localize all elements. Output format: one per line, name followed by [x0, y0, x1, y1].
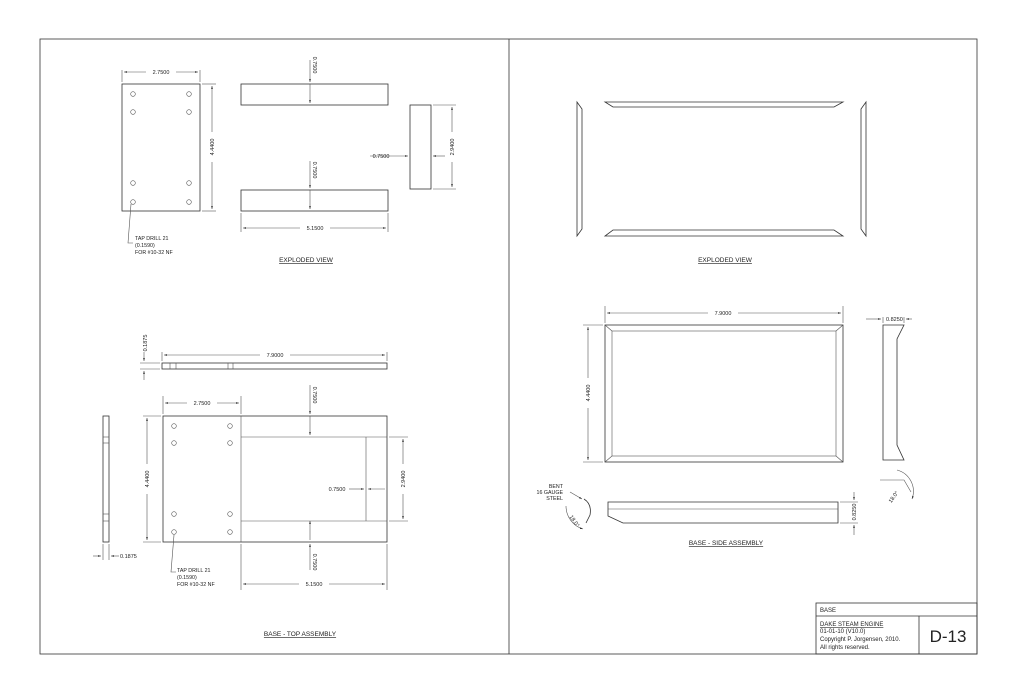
frame-outer: [604, 324, 844, 463]
dim-assembly-rail-top: 0.7500: [311, 387, 317, 404]
dim-assembly-end-rail: 0.7500: [329, 487, 346, 493]
frame-rail-right: [860, 100, 867, 238]
dim-height: 4.4400: [210, 139, 216, 156]
frame-rail-bottom: [603, 229, 845, 237]
rail-end-view: [882, 324, 905, 461]
title-block-copyright: Copyright P. Jorgensen, 2010.: [820, 637, 901, 643]
title-top-assembly: BASE - TOP ASSEMBLY: [264, 631, 337, 638]
title-block-project: DAKE STEAM ENGINE: [820, 622, 883, 628]
title-exploded-view-left: EXPLODED VIEW: [279, 257, 334, 264]
dim-assembly-plate-width: 2.7500: [194, 401, 211, 407]
dim-assembly-width: 4.4400: [145, 471, 151, 488]
dim-frame-length: 7.9000: [715, 311, 732, 317]
assembly-holes: [171, 423, 233, 535]
dim-frame-height: 0.8250: [852, 504, 858, 521]
title-block-version: 01-01-10 (V10.0): [820, 629, 865, 635]
frame-rail-left: [576, 100, 583, 238]
dim-assembly-rail-length: 5.1500: [306, 582, 323, 588]
title-block: BASE DAKE STEAM ENGINE 01-01-10 (V10.0) …: [815, 602, 978, 655]
dim-frame-width: 4.4400: [586, 385, 592, 402]
dim-bend-angle-right: 18.0°: [888, 490, 900, 504]
tap-note-line3: FOR #10-32 NF: [135, 250, 173, 256]
top-assembly-view: 7.9000 0.1875 2.7500 0.7500 0.7500: [93, 335, 408, 638]
bent-note-line3: STEEL: [546, 496, 563, 502]
assembly-tap-note-line2: (0.1590): [177, 575, 197, 581]
dim-edge-thickness: 0.1875: [120, 554, 137, 560]
assembly-tap-note-line3: FOR #10-32 NF: [177, 582, 215, 588]
assembly-plan-outline: [162, 415, 388, 543]
assembly-tap-note-line1: TAP DRILL 21: [177, 568, 211, 574]
dim-width: 2.7500: [153, 70, 170, 76]
side-bar-top: [240, 83, 389, 106]
dim-rail-depth: 0.8250: [886, 317, 903, 323]
dim-bar-thickness: 0.7500: [311, 57, 317, 74]
bent-steel-profile: [583, 498, 591, 524]
frame-inner: [611, 330, 837, 457]
frame-rail-top: [603, 101, 845, 108]
dim-bend-angle-left: 18.0°: [568, 514, 580, 528]
base-plate: [121, 83, 201, 212]
assembly-edge-profile: [102, 415, 110, 543]
frame-side-elevation: [607, 501, 839, 524]
dim-assembly-inner-length: 2.9400: [401, 471, 407, 488]
dim-bar-thickness-2: 0.7500: [311, 162, 317, 179]
title-block-rights: All rights reserved.: [820, 645, 870, 651]
mounting-holes: [130, 91, 192, 205]
dim-assembly-rail-bottom: 0.7500: [311, 554, 317, 571]
dim-plate-thickness: 0.1875: [143, 335, 149, 352]
side-assembly-view: 7.9000 4.4400 0.8250 18.0° 0.8250 BENT 1…: [537, 306, 914, 547]
title-side-assembly: BASE - SIDE ASSEMBLY: [689, 540, 764, 547]
exploded-view-left: 2.7500 4.4400 TAP DRILL 21 (0.1590) FOR …: [121, 57, 456, 264]
title-block-part-name: BASE: [820, 608, 836, 614]
dim-end-bar-width: 0.7500: [373, 154, 390, 160]
assembly-side-strip: [161, 362, 388, 370]
dim-end-bar-length: 2.9400: [450, 139, 456, 156]
side-bar-bottom: [240, 189, 389, 212]
dim-bar-length: 5.1500: [307, 226, 324, 232]
bent-note-line1: BENT: [549, 484, 564, 490]
title-block-sheet-number: D-13: [930, 627, 967, 646]
end-bar: [409, 104, 432, 190]
dim-assembly-length: 7.9000: [267, 353, 284, 359]
exploded-view-right: EXPLODED VIEW: [576, 100, 867, 264]
tap-note-line1: TAP DRILL 21: [135, 236, 169, 242]
title-exploded-view-right: EXPLODED VIEW: [698, 257, 753, 264]
tap-note-line2: (0.1590): [135, 243, 155, 249]
bent-note-line2: 16 GAUGE: [537, 490, 564, 496]
sheet-border: [39, 38, 978, 655]
